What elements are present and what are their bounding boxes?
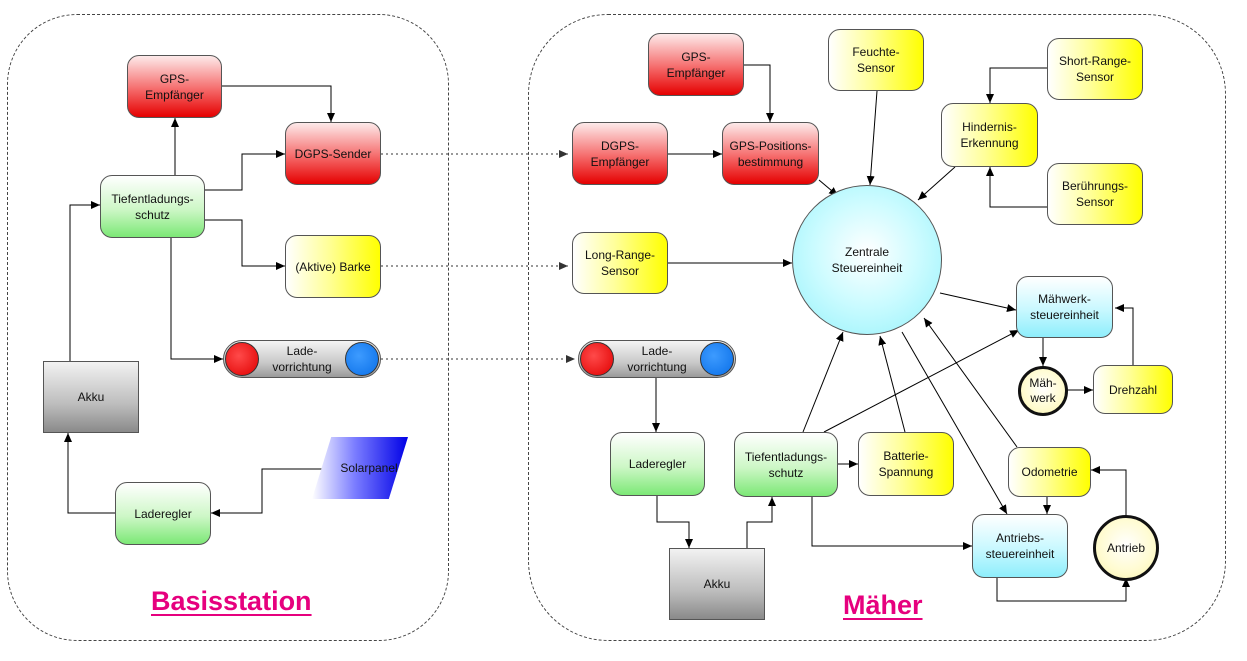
mower-drive[interactable]: Antrieb (1093, 515, 1159, 581)
mower-charging-device[interactable]: Lade- vorrichtung (578, 340, 736, 378)
mower-container (528, 14, 1226, 641)
mower-battery-voltage[interactable]: Batterie- Spannung (858, 432, 954, 496)
mower-charge-controller[interactable]: Laderegler (610, 432, 705, 496)
base-solar-panel[interactable]: Solarpanel (312, 437, 408, 499)
mower-title: Mäher (843, 590, 923, 620)
edge-mower-gps-gpspos (744, 64, 774, 122)
base-active-beacon-label: (Aktive) Barke (295, 259, 371, 274)
edge-base-solar-laderegler (211, 468, 322, 517)
edge-mower-voltage-central (878, 335, 906, 433)
edge-mower-touch-obstacle (986, 167, 1047, 208)
mower-touch-sensor[interactable]: Berührungs- Sensor (1047, 163, 1143, 225)
mower-gps-position[interactable]: GPS-Positions- bestimmung (722, 122, 819, 185)
base-dgps-sender-label: DGPS-Sender (294, 146, 372, 161)
mower-battery-voltage-label: Batterie- Spannung (878, 449, 934, 479)
mower-short-range-sensor[interactable]: Short-Range- Sensor (1047, 38, 1143, 100)
edge-base-deepdischarge-dgps (205, 150, 285, 191)
mower-dgps-receiver-label: DGPS- Empfänger (590, 138, 650, 169)
mower-rpm[interactable]: Drehzahl (1093, 365, 1173, 414)
edge-base-akku-deepdischarge (69, 201, 100, 361)
mower-mowing-unit[interactable]: Mäh- werk (1018, 366, 1068, 416)
edge-base-laderegler-akku (64, 433, 115, 514)
edge-mower-shortrange-obstacle (986, 67, 1047, 103)
edge-base-gps-dgps (222, 85, 335, 122)
edge-mower-drive-odometry (1091, 466, 1127, 515)
mower-long-range-sensor[interactable]: Long-Range- Sensor (572, 232, 668, 294)
mower-deep-discharge-label: Tiefentladungs- schutz (744, 449, 828, 480)
base-battery-label: Akku (77, 390, 105, 404)
solar-panel-shape (312, 437, 408, 499)
base-deep-discharge-protection[interactable]: Tiefentladungs- schutz (100, 175, 205, 238)
mower-dgps-receiver[interactable]: DGPS- Empfänger (572, 122, 668, 185)
edge-mower-central-drivectrl (901, 331, 1008, 515)
mower-short-range-sensor-label: Short-Range- Sensor (1058, 54, 1132, 84)
edge-mower-drivectrl-drive (996, 578, 1130, 602)
mower-charging-device-label: Lade- vorrichtung (627, 344, 687, 374)
edge-mower-central-mowing (939, 292, 1017, 312)
mower-gps-receiver-label: GPS- Empfänger (666, 49, 726, 80)
base-charge-controller[interactable]: Laderegler (115, 482, 211, 545)
mower-drive-control[interactable]: Antriebs- steuereinheit (972, 514, 1068, 578)
base-active-beacon[interactable]: (Aktive) Barke (285, 235, 381, 298)
base-station-title: Basisstation (151, 586, 312, 616)
base-solar-panel-label: Solarpanel (340, 461, 398, 475)
base-charge-controller-label: Laderegler (134, 506, 192, 521)
mower-obstacle-detection[interactable]: Hindernis- Erkennung (941, 103, 1038, 167)
mower-touch-sensor-label: Berührungs- Sensor (1061, 179, 1129, 209)
mower-drive-label: Antrieb (1106, 541, 1146, 555)
mower-central-unit[interactable]: Zentrale Steuereinheit (792, 185, 942, 335)
base-battery[interactable]: Akku (43, 361, 139, 433)
base-charging-device[interactable]: Lade- vorrichtung (223, 340, 381, 378)
edge-mower-deepdischarge-central (802, 331, 844, 433)
mower-obstacle-detection-label: Hindernis- Erkennung (960, 120, 1019, 150)
base-dgps-sender[interactable]: DGPS-Sender (285, 122, 381, 185)
edge-mower-deepdischarge-drivectrl (811, 497, 972, 550)
mower-mowing-control[interactable]: Mähwerk- steuereinheit (1016, 276, 1113, 338)
edge-base-deepdischarge-barke (205, 219, 285, 270)
red-contact-icon (225, 342, 259, 376)
base-station-container (7, 14, 449, 641)
mower-odometry[interactable]: Odometrie (1008, 447, 1091, 497)
blue-contact-icon (700, 342, 734, 376)
mower-odometry-label: Odometrie (1021, 465, 1078, 479)
mower-gps-receiver[interactable]: GPS- Empfänger (648, 33, 744, 96)
mower-humidity-sensor-label: Feuchte- Sensor (852, 45, 900, 75)
edge-mower-rpm-mowingctrl (1115, 304, 1134, 365)
mower-long-range-sensor-label: Long-Range- Sensor (584, 248, 656, 278)
edge-base-deepdischarge-charger (170, 238, 223, 363)
base-gps-receiver[interactable]: GPS- Empfänger (127, 55, 222, 118)
mower-gps-position-label: GPS-Positions- bestimmung (729, 138, 812, 169)
mower-charge-controller-label: Laderegler (628, 457, 687, 471)
mower-central-unit-label: Zentrale Steuereinheit (831, 245, 903, 275)
mower-rpm-label: Drehzahl (1108, 382, 1158, 397)
edge-mower-obstacle-central (917, 166, 956, 201)
mower-deep-discharge-protection[interactable]: Tiefentladungs- schutz (734, 432, 838, 497)
mower-drive-control-label: Antriebs- steuereinheit (985, 531, 1055, 561)
mower-battery-label: Akku (703, 577, 731, 591)
edge-mower-odometry-central (923, 317, 1018, 448)
base-deep-discharge-label: Tiefentladungs- schutz (111, 191, 194, 222)
edge-mower-feuchte-central (866, 90, 878, 186)
mower-mowing-unit-label: Mäh- werk (1029, 376, 1057, 405)
edge-mower-deepdischarge-mowingctrl (823, 329, 1020, 433)
edge-mower-laderegler-akku (656, 496, 693, 548)
edge-mower-akku-deepdischarge (746, 497, 776, 548)
base-charging-device-label: Lade- vorrichtung (272, 344, 332, 374)
red-contact-icon (580, 342, 614, 376)
mower-humidity-sensor[interactable]: Feuchte- Sensor (828, 29, 924, 91)
mower-battery[interactable]: Akku (669, 548, 765, 620)
mower-mowing-control-label: Mähwerk- steuereinheit (1030, 292, 1099, 322)
base-gps-receiver-label: GPS- Empfänger (145, 71, 204, 102)
blue-contact-icon (345, 342, 379, 376)
